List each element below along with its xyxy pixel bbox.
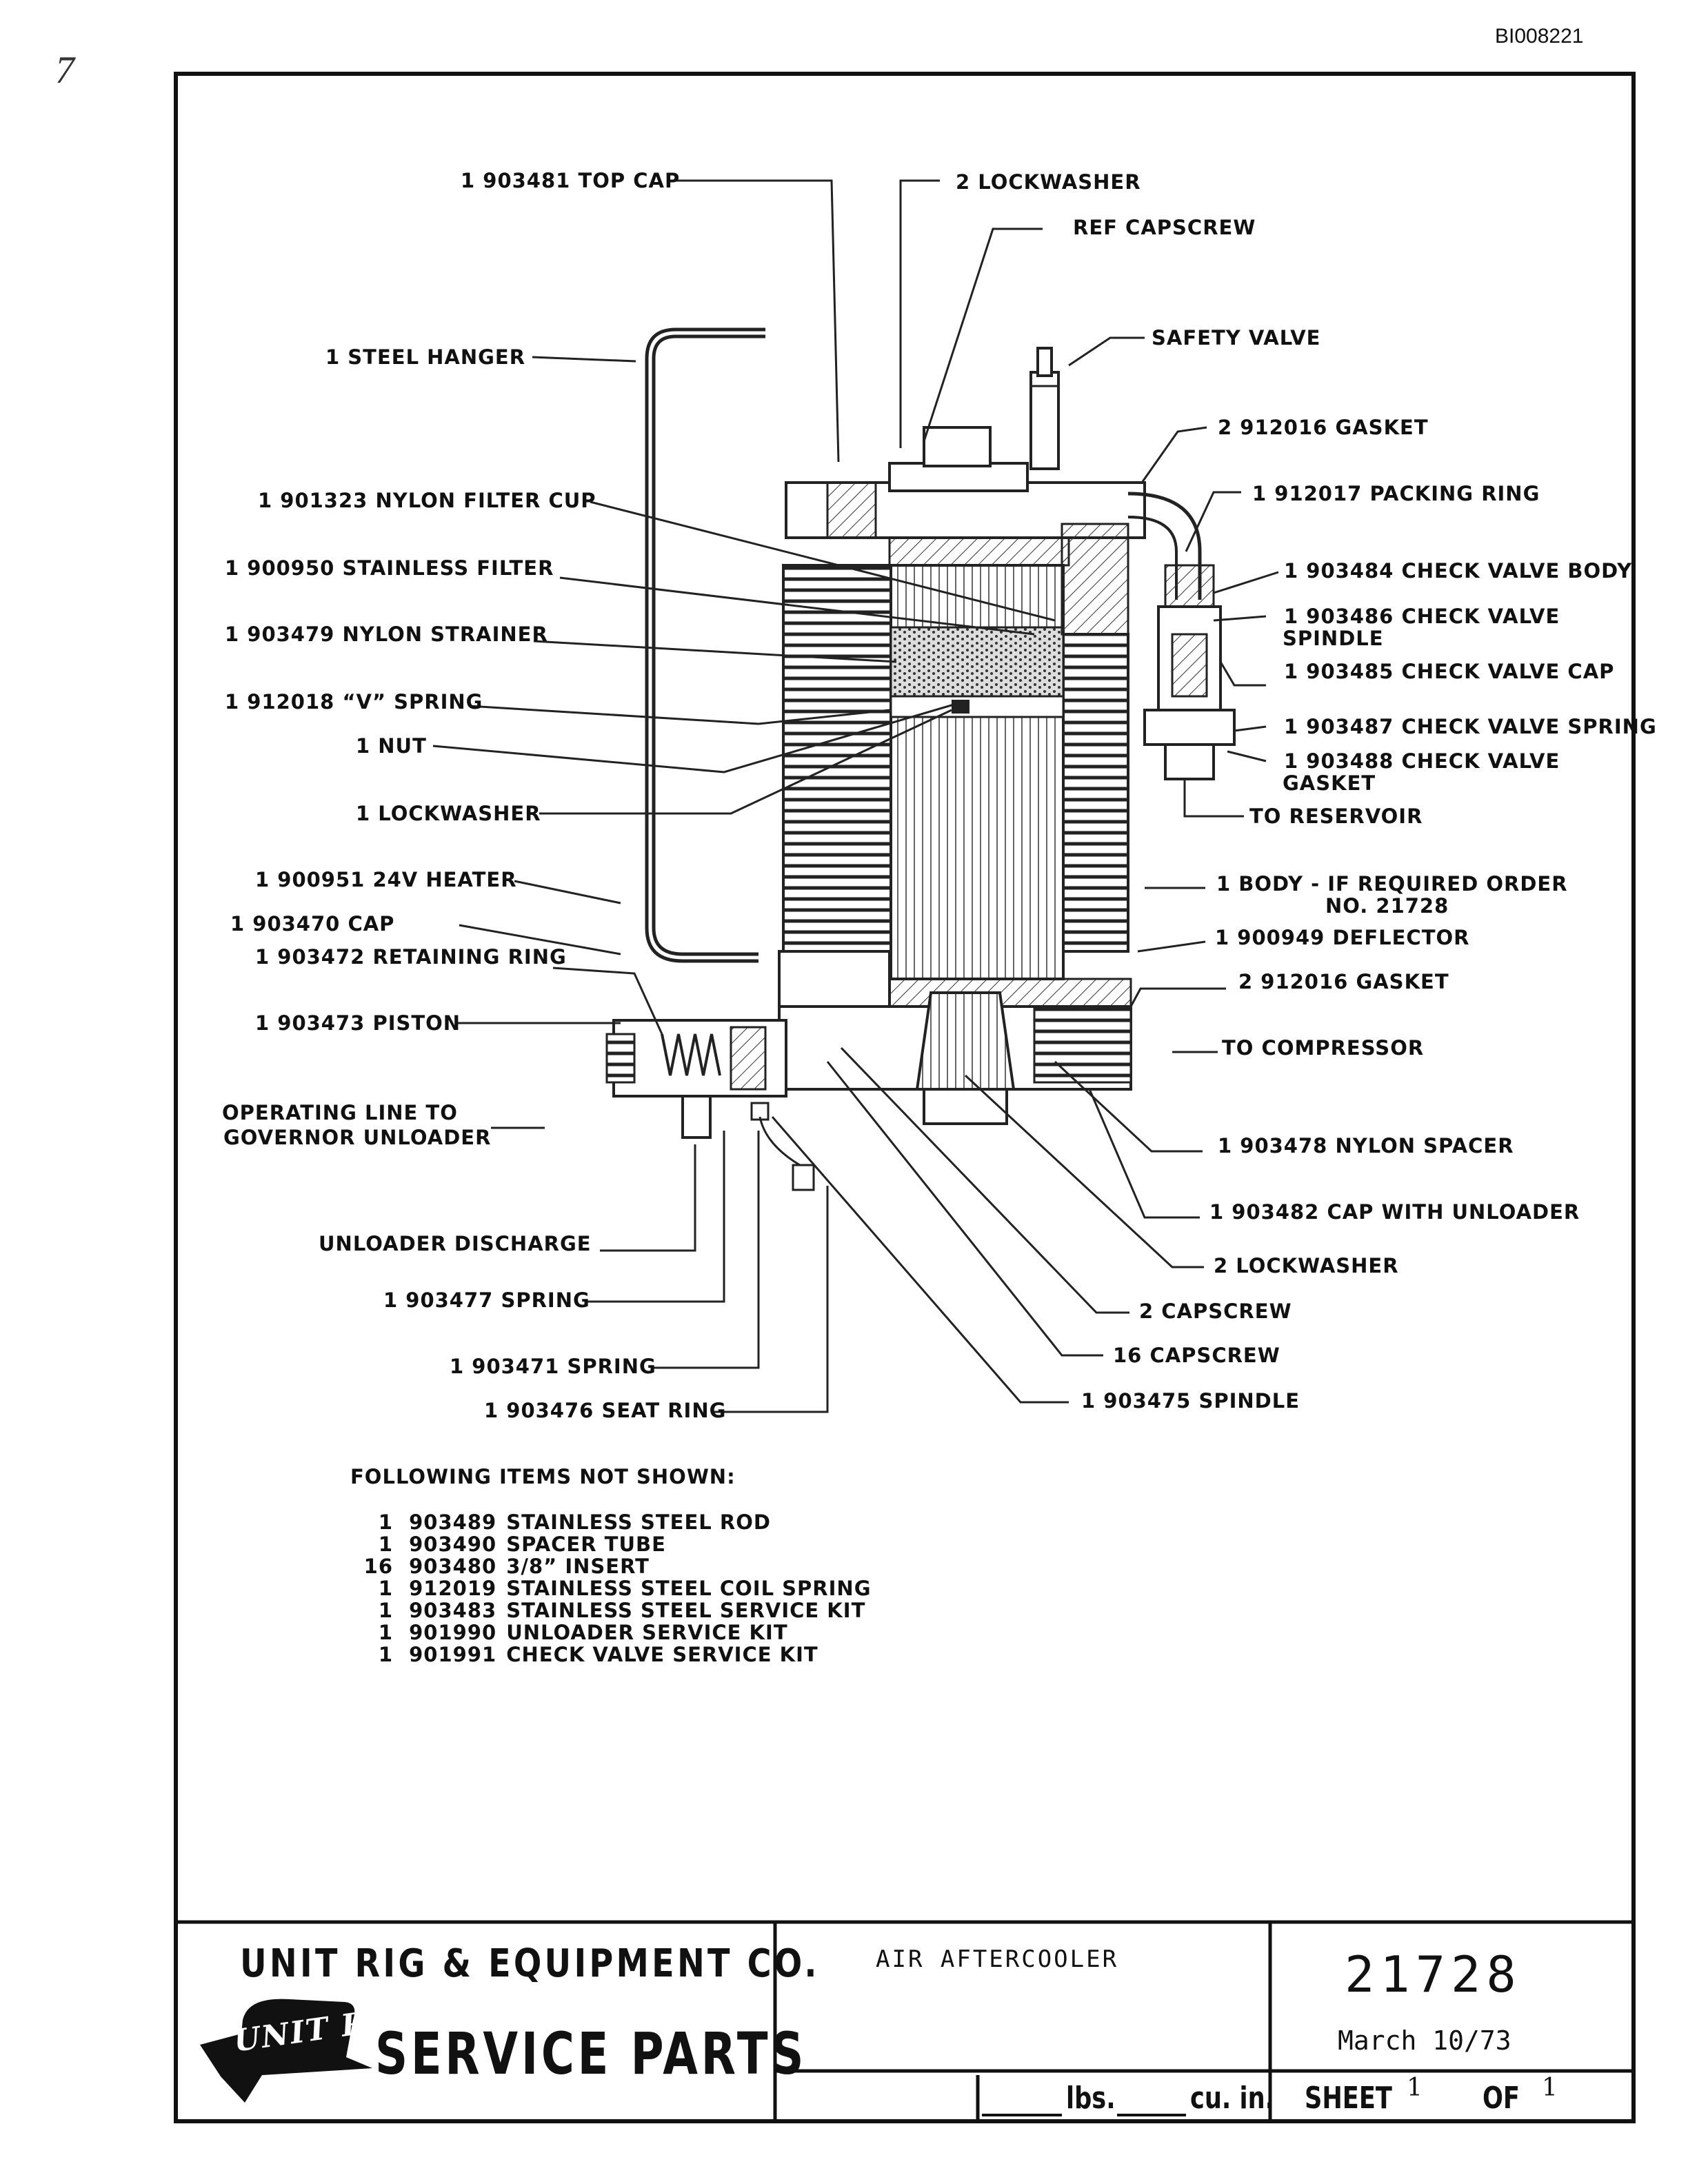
label-to-compressor: TO COMPRESSOR: [1222, 1036, 1425, 1060]
label-packing-ring: 1 912017 PACKING RING: [1252, 482, 1540, 505]
not-shown-row: 1 903483 STAINLESS STEEL SERVICE KIT: [378, 1599, 866, 1622]
label-top-cap: 1 903481 TOP CAP: [461, 169, 681, 192]
company-name: UNIT RIG & EQUIPMENT CO.: [240, 1941, 820, 1986]
of-label: OF: [1483, 2081, 1520, 2116]
label-check-valve-spindle: 1 903486 CHECK VALVE: [1284, 605, 1560, 628]
label-capscrew-16: 16 CAPSCREW: [1113, 1344, 1280, 1367]
label-operating-line-2: GOVERNOR UNLOADER: [223, 1126, 492, 1149]
label-seat-ring: 1 903476 SEAT RING: [484, 1399, 727, 1422]
weight-unit: lbs.: [1066, 2081, 1116, 2116]
label-body: 1 BODY - IF REQUIRED ORDER: [1216, 872, 1568, 896]
volume-unit: cu. in.: [1190, 2081, 1275, 2116]
steel-hanger-part: [645, 327, 765, 963]
label-heater: 1 900951 24V HEATER: [255, 868, 517, 891]
unit-rig-logo: [200, 1999, 372, 2103]
service-parts-heading: SERVICE PARTS: [375, 2020, 807, 2087]
label-ref-capscrew: REF CAPSCREW: [1073, 216, 1256, 239]
label-gasket-top: 2 912016 GASKET: [1218, 416, 1429, 439]
sheet-number: 1: [1407, 2074, 1423, 2102]
aftercooler-body-part: [605, 347, 1236, 1191]
not-shown-row: 1 903490 SPACER TUBE: [378, 1533, 666, 1556]
label-body-2: NO. 21728: [1325, 894, 1449, 918]
drawing-title: AIR AFTERCOOLER: [876, 1945, 1119, 1973]
document-id: BI008221: [1495, 25, 1584, 48]
label-check-valve-gasket-2: GASKET: [1283, 771, 1376, 795]
label-nylon-filter-cup: 1 901323 NYLON FILTER CUP: [258, 489, 596, 512]
label-cap: 1 903470 CAP: [230, 912, 395, 936]
label-v-spring: 1 912018 “V” SPRING: [225, 690, 483, 714]
label-capscrew-2: 2 CAPSCREW: [1139, 1300, 1292, 1323]
label-nylon-spacer: 1 903478 NYLON SPACER: [1218, 1134, 1514, 1157]
label-unloader-discharge: UNLOADER DISCHARGE: [319, 1232, 592, 1255]
label-retaining-ring: 1 903472 RETAINING RING: [255, 945, 567, 969]
not-shown-row: 1 912019 STAINLESS STEEL COIL SPRING: [378, 1577, 872, 1600]
label-lockwasher-bottom: 2 LOCKWASHER: [1214, 1254, 1399, 1277]
label-spring-471: 1 903471 SPRING: [450, 1355, 656, 1378]
not-shown-row: 1 901991 CHECK VALVE SERVICE KIT: [378, 1643, 818, 1666]
sheet-total: 1: [1542, 2074, 1558, 2102]
label-operating-line: OPERATING LINE TO: [222, 1101, 458, 1124]
not-shown-row: 1 903489 STAINLESS STEEL ROD: [378, 1510, 771, 1534]
label-nut: 1 NUT: [356, 734, 427, 758]
drawing-frame: [174, 72, 1636, 2123]
label-check-valve-cap: 1 903485 CHECK VALVE CAP: [1284, 660, 1615, 683]
label-check-valve-body: 1 903484 CHECK VALVE BODY: [1284, 559, 1633, 583]
not-shown-row: 16 903480 3/8” INSERT: [363, 1555, 650, 1578]
label-lockwasher-top: 2 LOCKWASHER: [956, 170, 1141, 194]
not-shown-row: 1 901990 UNLOADER SERVICE KIT: [378, 1621, 788, 1644]
label-deflector: 1 900949 DEFLECTOR: [1215, 926, 1470, 949]
drawing-date: March 10/73: [1338, 2025, 1511, 2056]
label-steel-hanger: 1 STEEL HANGER: [325, 345, 526, 369]
label-cap-with-unloader: 1 903482 CAP WITH UNLOADER: [1209, 1200, 1580, 1224]
label-stainless-filter: 1 900950 STAINLESS FILTER: [225, 556, 554, 580]
label-safety-valve: SAFETY VALVE: [1152, 326, 1321, 350]
label-lockwasher-mid: 1 LOCKWASHER: [356, 802, 541, 825]
label-to-reservoir: TO RESERVOIR: [1249, 805, 1423, 828]
not-shown-list: 1 903489 STAINLESS STEEL ROD 1 903490 SP…: [359, 1511, 872, 1666]
label-check-valve-spindle-2: SPINDLE: [1283, 627, 1384, 650]
not-shown-heading: FOLLOWING ITEMS NOT SHOWN:: [350, 1465, 736, 1488]
leader-lines: [432, 179, 1279, 1413]
label-gasket-bottom: 2 912016 GASKET: [1238, 970, 1449, 993]
label-check-valve-gasket: 1 903488 CHECK VALVE: [1284, 749, 1560, 773]
label-spindle: 1 903475 SPINDLE: [1081, 1389, 1300, 1413]
label-nylon-strainer: 1 903479 NYLON STRAINER: [225, 623, 548, 646]
drawing-number: 21728: [1345, 1945, 1522, 2003]
label-piston: 1 903473 PISTON: [255, 1011, 461, 1035]
sheet-label: SHEET: [1305, 2081, 1392, 2116]
label-check-valve-spring: 1 903487 CHECK VALVE SPRING: [1284, 715, 1657, 738]
label-spring-477: 1 903477 SPRING: [383, 1288, 590, 1312]
margin-mark: 7: [55, 49, 74, 92]
